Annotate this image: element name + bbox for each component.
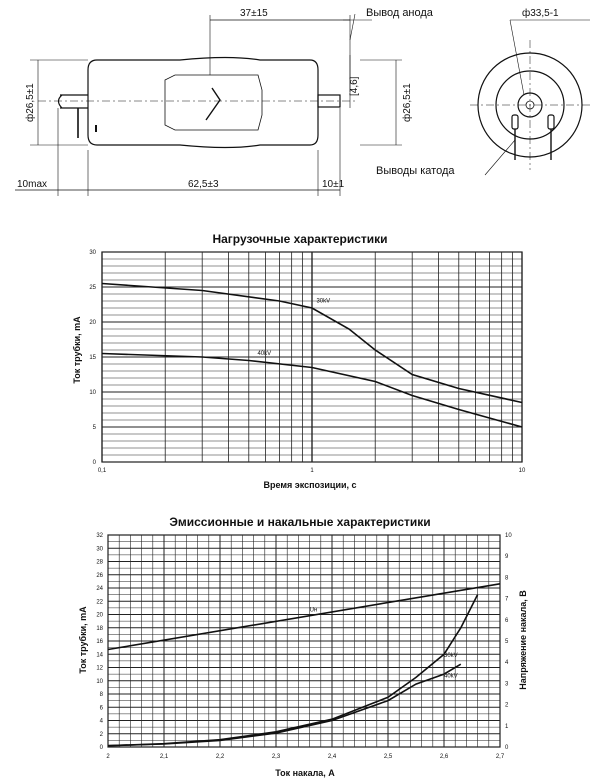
emission-chart-series-1 [107,594,479,747]
load-chart-ylabel: Ток трубки, mA [72,316,82,384]
dim-lead-length: 10max [17,179,47,190]
load-chart: Нагрузочные характеристики Время экспози… [72,232,526,490]
emission-chart-ytick2: 8 [505,575,509,581]
callout-anode: Вывод анода [366,7,434,19]
tube-drawing [15,13,590,196]
load-chart-series-0 [101,282,523,404]
load-chart-ytick: 20 [89,320,96,326]
dim-body-length: 62,5±3 [188,179,219,190]
emission-chart-ytick2: 1 [505,724,509,730]
emission-chart-ytick2: 0 [505,745,509,751]
emission-chart-ytick: 30 [96,546,103,552]
load-chart-ytick: 30 [89,250,96,256]
emission-chart-ytick: 2 [100,732,104,738]
emission-chart-series-2 [107,663,462,747]
load-chart-series-1 [101,352,523,428]
emission-chart-ytick: 6 [100,705,104,711]
dim-anode-length: 10±1 [322,179,345,190]
emission-chart-ytick2: 4 [505,660,509,666]
dim-anode-offset: 37±15 [240,8,268,19]
emission-chart-ytick2: 2 [505,703,509,709]
emission-chart-ytick2: 5 [505,639,509,645]
emission-chart-ytick: 24 [96,586,103,592]
emission-chart-xtick: 2,5 [384,754,393,760]
dim-end-diameter: ф33,5-1 [522,7,559,19]
load-chart-ytick: 25 [89,285,96,291]
cathode-pin-2 [547,114,555,130]
emission-chart-ytick2: 9 [505,554,509,560]
emission-chart-xtick: 2 [106,754,110,760]
emission-chart-ytick: 16 [96,639,103,645]
emission-chart-series-label: 30kV [444,653,458,659]
load-chart-xtick: 1 [310,468,314,474]
emission-chart-xtick: 2,1 [160,754,169,760]
emission-chart-ytick: 26 [96,573,103,579]
load-chart-title: Нагрузочные характеристики [212,232,387,246]
emission-chart-ytick: 28 [96,560,103,566]
load-chart-series-label: 40kV [257,351,271,357]
callout-cathode: Выводы катода [376,165,455,177]
emission-chart-ytick: 10 [96,679,103,685]
emission-chart-xtick: 2,3 [272,754,281,760]
emission-chart-ytick: 14 [96,652,103,658]
emission-chart-series-label: Uн [310,607,318,613]
emission-chart-xtick: 2,4 [328,754,337,760]
load-chart-ytick: 5 [93,425,97,431]
emission-chart-ytick: 12 [96,666,103,672]
load-chart-ytick: 10 [89,390,96,396]
load-chart-ytick: 15 [89,355,96,361]
emission-chart-ylabel2: Напряжение накала, В [518,590,528,690]
emission-chart-ytick: 0 [100,745,104,751]
emission-chart-ytick: 8 [100,692,104,698]
emission-chart-series-label: 40kV [444,673,458,679]
cathode-leads [57,94,88,109]
emission-chart-ytick2: 6 [505,618,509,624]
dim-body-diameter-left: ф26,5±1 [24,83,36,122]
emission-chart-ylabel: Ток трубки, mA [78,606,88,674]
emission-chart: Эмиссионные и накальные характеристики Т… [78,515,528,778]
emission-chart-ytick: 22 [96,599,103,605]
load-chart-xtick: 0,1 [98,468,107,474]
emission-chart-series-0 [107,583,501,651]
emission-chart-xtick: 2,2 [216,754,225,760]
tube-target [205,87,221,121]
load-chart-xtick: 10 [519,468,526,474]
load-chart-series-label: 30kV [316,298,330,304]
cathode-pin-1 [511,114,519,130]
emission-chart-xlabel: Ток накала, А [275,768,335,778]
load-chart-xlabel: Время экспозиции, с [263,480,356,490]
drawing-dimensions: 37±15 [4,6] ф26,5±1 ф26,5±1 10max 62,5±3… [17,7,559,190]
emission-chart-ytick2: 10 [505,533,512,539]
emission-chart-ytick: 32 [96,533,103,539]
emission-chart-xtick: 2,7 [496,754,505,760]
dim-pin-length: [4,6] [349,76,360,96]
emission-chart-ytick2: 7 [505,597,509,603]
emission-chart-ytick: 20 [96,613,103,619]
emission-chart-ytick: 18 [96,626,103,632]
emission-chart-ytick: 4 [100,719,104,725]
tube-window [164,74,263,131]
emission-chart-xtick: 2,6 [440,754,449,760]
dim-body-diameter-right: ф26,5±1 [401,83,413,122]
emission-chart-title: Эмиссионные и накальные характеристики [169,515,430,529]
load-chart-ytick: 0 [93,460,97,466]
tube-body [87,56,319,149]
emission-chart-ytick2: 3 [505,681,509,687]
